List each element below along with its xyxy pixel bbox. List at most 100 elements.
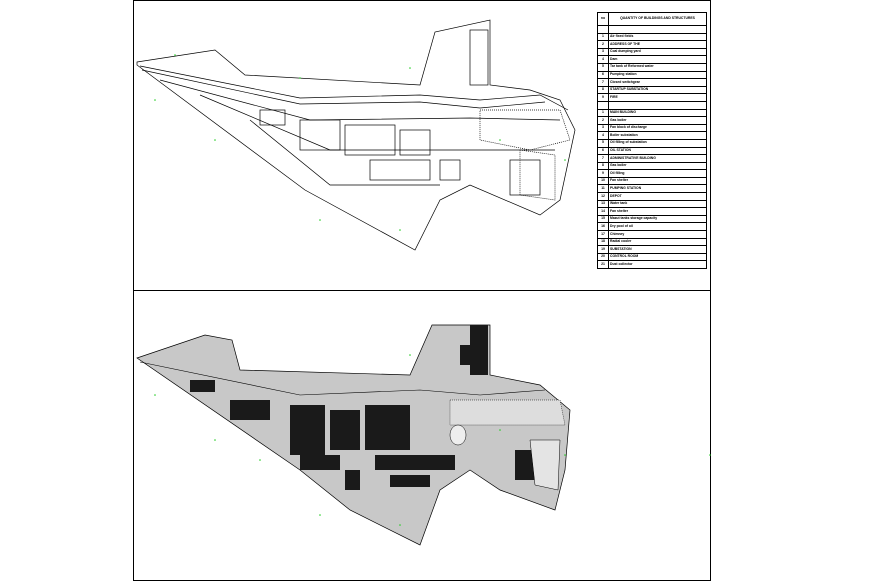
legend-row-text: Closed switchgear <box>608 78 707 87</box>
legend-row-text: STARTUP SUBSTATION <box>608 85 707 95</box>
legend-row-number: 18 <box>597 237 609 247</box>
legend-row-text: ADDRESS OF THE <box>608 40 707 49</box>
legend-row-number: 8 <box>597 161 609 171</box>
legend-row-number: 13 <box>597 199 609 209</box>
legend-row-number: 4 <box>597 131 609 140</box>
legend-row-text: Coal dumping yard <box>608 47 707 57</box>
legend-row <box>597 100 707 110</box>
legend-row-text: SUBSTATION <box>608 245 707 254</box>
upper-site-plan <box>136 19 576 251</box>
legend-row-number: 9 <box>597 93 609 102</box>
legend-row-text: CONTROL ROOM <box>608 252 707 262</box>
legend-row-text: DEPOT <box>608 192 707 201</box>
legend-row-number: 17 <box>597 230 609 239</box>
legend-row-number: 6 <box>597 146 609 156</box>
legend-row-number: 3 <box>597 123 609 133</box>
legend-row-text: Gas boiler <box>608 161 707 171</box>
legend-row-number: 5 <box>597 62 609 72</box>
legend-row-text: Fan shelter <box>608 176 707 186</box>
legend-row-number: 7 <box>597 78 609 87</box>
upper-site-boundary <box>136 19 576 251</box>
legend-row-text: Pumping station <box>608 70 707 80</box>
legend-row-number: 12 <box>597 192 609 201</box>
legend-row-text <box>608 25 707 34</box>
legend-header: no QUANTITY OF BUILDINGS AND STRUCTURES <box>597 12 707 26</box>
legend-row-number: 15 <box>597 214 609 224</box>
legend-row-text: Air fixed fields <box>608 32 707 42</box>
legend-row-number: 20 <box>597 252 609 262</box>
legend-row-number: 16 <box>597 222 609 232</box>
legend-row-text: Dry pool of oil <box>608 222 707 232</box>
legend-row-text: Gas boiler <box>608 116 707 125</box>
legend-row-text: Dust collector <box>608 260 707 269</box>
legend-row-number: 21 <box>597 260 609 269</box>
legend-row-number: 8 <box>597 85 609 95</box>
lower-site-plan <box>136 324 571 546</box>
legend-row-text: Dam <box>608 55 707 64</box>
legend-header-no: no <box>597 12 609 26</box>
legend-row-text: Chimney <box>608 230 707 239</box>
legend-row-text: MAIN BUILDING <box>608 108 707 118</box>
legend-header-title: QUANTITY OF BUILDINGS AND STRUCTURES <box>608 12 707 26</box>
legend-row-number: 2 <box>597 116 609 125</box>
legend-table: no QUANTITY OF BUILDINGS AND STRUCTURES … <box>597 12 707 269</box>
legend-row-text: Oil filling of substation <box>608 138 707 148</box>
legend-row-number: 19 <box>597 245 609 254</box>
legend-row-text: Mazut tanks storage capacity <box>608 214 707 224</box>
legend-row-text: Boiler substation <box>608 131 707 140</box>
legend-row-text: Radial cooler <box>608 237 707 247</box>
legend-row-text: Fan block of discharge <box>608 123 707 133</box>
legend-row-number: 11 <box>597 184 609 194</box>
legend-row-text: Tar tank of Reformed water <box>608 62 707 72</box>
legend-row-number: 14 <box>597 207 609 216</box>
legend-row-text: PUMPING STATION <box>608 184 707 194</box>
legend-row-text: Fan shelter <box>608 207 707 216</box>
legend-row-number: 9 <box>597 169 609 178</box>
legend-row-number: 1 <box>597 108 609 118</box>
legend-row-text <box>608 100 707 110</box>
legend-row-number: 1 <box>597 32 609 42</box>
legend-row-number: 4 <box>597 55 609 64</box>
legend-row-number: 3 <box>597 47 609 57</box>
legend-row-text: FIRE <box>608 93 707 102</box>
legend-row-number: 10 <box>597 176 609 186</box>
legend-row-text: Oil filling <box>608 169 707 178</box>
sheet-divider <box>133 290 711 291</box>
legend-row-text: ADMINISTRATIVE BUILDING <box>608 154 707 163</box>
legend-row-number: 6 <box>597 70 609 80</box>
legend-row-number: 7 <box>597 154 609 163</box>
legend-row-number: 2 <box>597 40 609 49</box>
legend-row-text: OIL STATION <box>608 146 707 156</box>
legend-row-number: 5 <box>597 138 609 148</box>
